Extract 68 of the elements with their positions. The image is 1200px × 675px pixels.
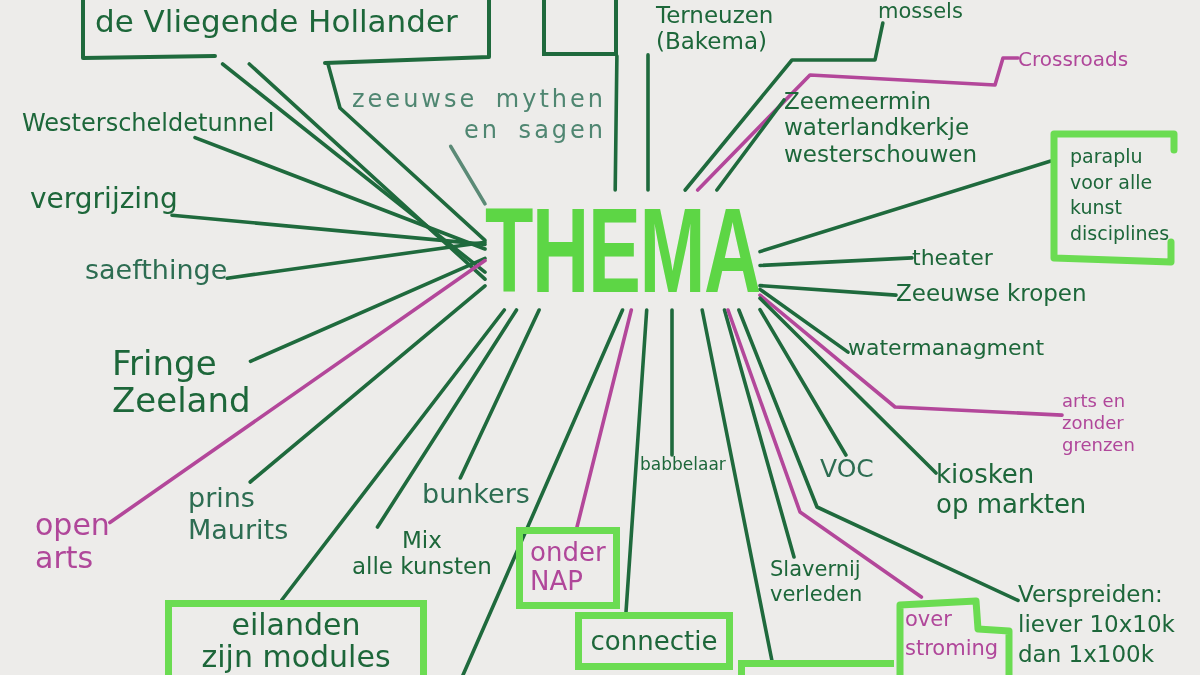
topic-label: Zeeuwse kropen <box>896 280 1087 307</box>
topic-label: zeeuwse mythen en sagen <box>352 84 607 147</box>
connector-line <box>248 284 487 484</box>
connector-line <box>758 283 898 297</box>
connector-line <box>726 308 924 599</box>
topic-label: Slavernij verleden <box>770 557 863 608</box>
topic-label: paraplu voor alle kunst disciplines <box>1070 144 1170 246</box>
topic-label: Fringe Zeeland <box>112 345 251 420</box>
topic-label: watermanagment <box>848 335 1045 361</box>
topic-label: VOC <box>820 455 874 484</box>
topic-label: Mix alle kunsten <box>352 527 492 580</box>
connector-line <box>737 308 1020 603</box>
connector-line <box>575 308 634 529</box>
connector-line <box>613 54 619 192</box>
topic-label: connectie <box>590 626 718 656</box>
topic-label: vergrijzing <box>30 183 178 216</box>
connector-line <box>758 159 1052 254</box>
connector-line <box>695 56 1020 192</box>
topic-box <box>1050 130 1178 266</box>
topic-label: babbelaar <box>640 455 726 475</box>
empty-box <box>738 660 894 675</box>
topic-label: onder NAP <box>530 538 606 596</box>
connector-line <box>225 240 487 280</box>
connector-line <box>715 98 786 192</box>
topic-label: de Vliegende Hollander <box>95 4 458 40</box>
topic-label: Westerscheldetunnel <box>22 110 275 138</box>
topic-label: mossels <box>878 0 963 24</box>
topic-box <box>516 527 620 609</box>
topic-label: eilanden zijn modules <box>201 609 391 672</box>
connector-line <box>758 307 848 457</box>
connector-line <box>700 308 774 662</box>
topic-label: theater <box>912 245 993 271</box>
topic-label: over stroming <box>905 606 999 663</box>
topic-label: open arts <box>35 508 110 574</box>
topic-box <box>896 597 1014 675</box>
connector-line <box>758 256 914 268</box>
empty-box <box>542 0 618 56</box>
connector-line <box>193 135 487 251</box>
connector-line <box>458 308 541 480</box>
connector-line <box>108 258 487 525</box>
central-topic: THEMA <box>485 190 760 310</box>
connector-line <box>758 293 1064 417</box>
connector-line <box>646 53 650 192</box>
connector-line <box>280 308 507 602</box>
topic-label: kiosken op markten <box>936 460 1087 520</box>
topic-label: prins Maurits <box>188 482 289 547</box>
topic-box <box>80 0 492 64</box>
topic-box <box>165 600 427 675</box>
connector-line <box>375 308 519 529</box>
topic-box <box>575 612 733 670</box>
topic-label: bunkers <box>422 478 530 510</box>
connector-line <box>448 144 487 206</box>
connector-line <box>170 213 487 247</box>
topic-label: Verspreiden: liever 10x10k dan 1x100k <box>1018 580 1175 670</box>
connector-line <box>624 308 649 614</box>
connector-line <box>248 256 487 364</box>
connector-line <box>722 308 796 559</box>
topic-label: arts en zonder grenzen <box>1062 390 1135 456</box>
connector-line <box>670 308 674 457</box>
topic-label: Crossroads <box>1018 48 1129 71</box>
connector-line <box>326 62 487 243</box>
connector-line <box>758 287 850 354</box>
topic-label: saefthinge <box>85 254 228 286</box>
connector-line <box>758 296 938 475</box>
topic-label: Terneuzen (Bakema) <box>646 2 774 55</box>
connector-line <box>461 308 625 675</box>
connector-line <box>683 21 885 192</box>
topic-label: Zeemeermin waterlandkerkje westerschouwen <box>784 88 977 168</box>
